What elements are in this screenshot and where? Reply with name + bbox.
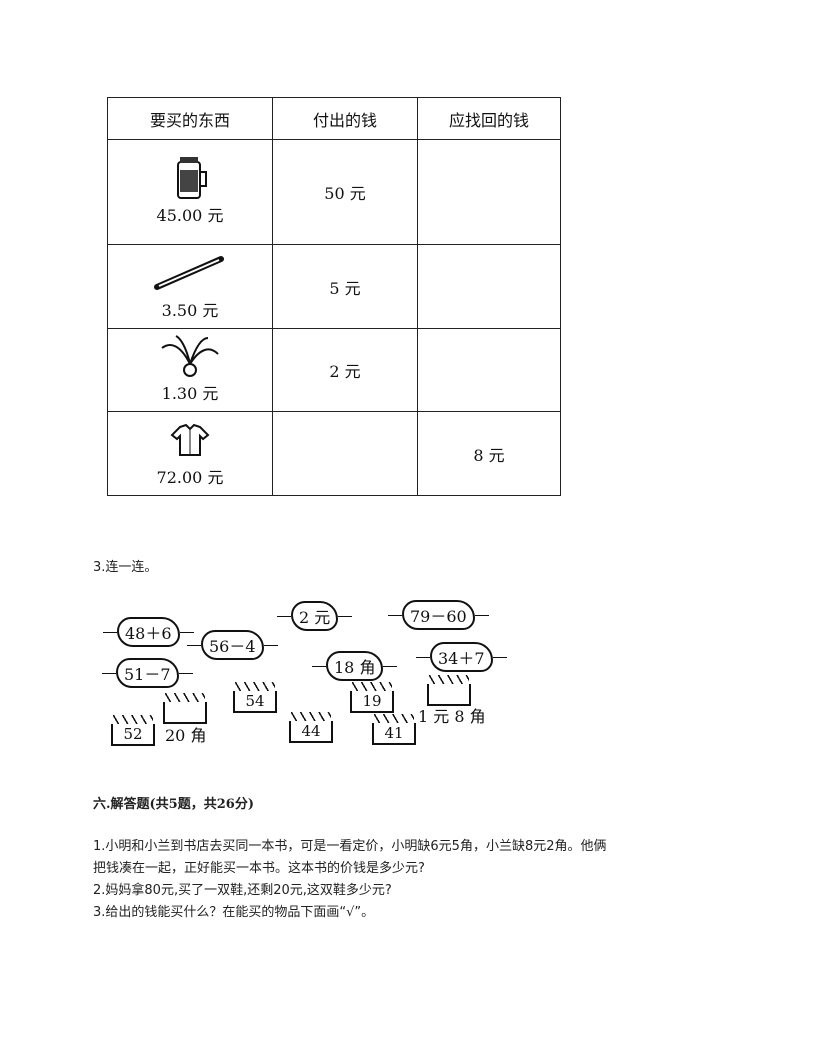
shirt-icon (108, 420, 272, 460)
price: 45.00 元 (156, 206, 224, 225)
grass-card[interactable]: 44 (289, 712, 333, 743)
price: 3.50 元 (161, 300, 219, 320)
question-text: 2.妈妈拿80元,买了一双鞋,还剩20元,这双鞋多少元? (93, 883, 392, 898)
grass-card[interactable] (163, 693, 207, 724)
change-cell[interactable] (417, 244, 561, 329)
cloud-card[interactable]: 79－60 (388, 600, 489, 630)
pen-icon (108, 253, 272, 293)
cloud-card[interactable]: 48＋6 (103, 617, 193, 647)
change-cell: 8 元 (417, 411, 561, 496)
cloud-card[interactable]: 56－4 (187, 630, 277, 660)
shopping-table: 要买的东西 付出的钱 应找回的钱 45.00 元 50 元 3.50 元 5 元… (107, 97, 561, 496)
question-text: 把钱凑在一起，正好能买一本书。这本书的价钱是多少元? (93, 861, 425, 876)
jar-icon (108, 157, 272, 199)
cloud-card[interactable]: 34＋7 (416, 642, 506, 672)
cloud-card[interactable]: 18 角 (311, 651, 399, 681)
price: 1.30 元 (161, 384, 219, 403)
cloud-card[interactable]: 51－7 (102, 658, 192, 688)
paid-cell: 50 元 (272, 139, 418, 245)
price: 72.00 元 (156, 467, 224, 487)
change-cell[interactable] (417, 328, 561, 412)
q3-title: 3.连一连。 (93, 560, 158, 575)
question-text: 1.小明和小兰到书店去买同一本书，可是一看定价，小明缺6元5角，小兰缺8元2角。… (93, 839, 607, 854)
change-cell[interactable] (417, 139, 561, 245)
toy-icon (108, 335, 272, 377)
grass-card[interactable] (427, 675, 471, 706)
grass-label: 1 元 8 角 (418, 707, 486, 726)
header-change: 应找回的钱 (417, 97, 561, 140)
section-title: 六.解答题(共5题，共26分) (93, 797, 254, 812)
header-item: 要买的东西 (107, 97, 273, 140)
question-text: 3.给出的钱能买什么？在能买的物品下面画“√”。 (93, 905, 375, 920)
grass-card[interactable]: 41 (372, 714, 416, 745)
header-paid: 付出的钱 (272, 97, 418, 140)
grass-label: 20 角 (165, 726, 207, 745)
paid-cell: 2 元 (272, 328, 418, 412)
paid-cell: 5 元 (272, 244, 418, 329)
grass-card[interactable]: 19 (350, 682, 394, 713)
grass-card[interactable]: 54 (233, 682, 277, 713)
grass-card[interactable]: 52 (111, 715, 155, 746)
cloud-card[interactable]: 2 元 (276, 601, 353, 631)
paid-cell[interactable] (272, 411, 418, 496)
